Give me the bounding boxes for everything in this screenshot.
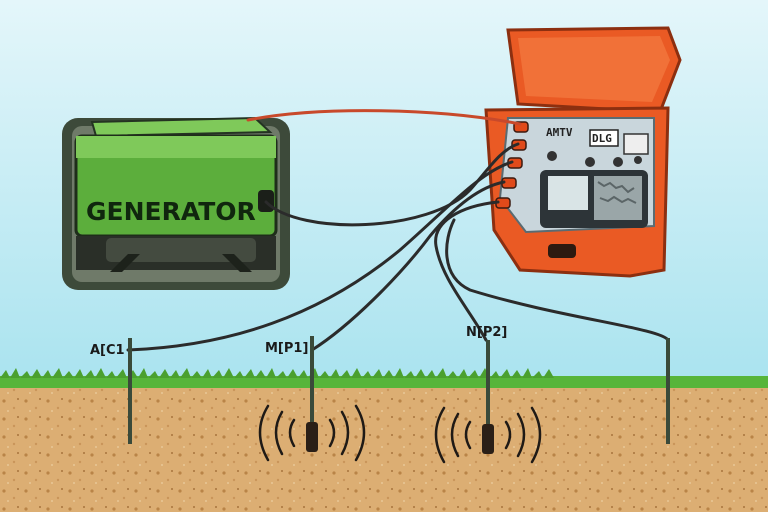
generator-label: GENERATOR: [86, 197, 256, 226]
generator: GENERATOR: [62, 116, 290, 290]
resistivity-meter: AMTV DLG: [484, 26, 682, 278]
electrode-a: A[C1: [90, 338, 132, 444]
meter-knob-2: [585, 157, 595, 167]
cable-generator-meter-top: [246, 109, 522, 126]
meter-brand: AMTV: [546, 126, 573, 139]
cable-to-electrode-b: [445, 218, 670, 342]
cable-to-electrode-n: [434, 200, 500, 342]
meter-screen-left: [548, 176, 588, 210]
cables: [126, 109, 670, 352]
meter-knob-4: [634, 156, 642, 164]
cable-to-electrode-a: [126, 160, 514, 352]
cable-generator-meter: [264, 142, 520, 227]
electrode-b: [666, 338, 670, 444]
electrode-m-label: M[P1]: [265, 341, 308, 356]
soil: [0, 384, 768, 512]
meter-knob-3: [613, 157, 623, 167]
cable-to-electrode-m: [310, 180, 506, 352]
grass-strip: [0, 368, 768, 388]
electrode-n: N[P2]: [466, 325, 507, 454]
electrode-a-label: A[C1: [90, 343, 125, 358]
meter-handle: [548, 244, 576, 258]
electrode-n-label: N[P2]: [466, 325, 507, 340]
meter-display-tag: DLG: [592, 132, 612, 145]
meter-knob-1: [547, 151, 557, 161]
electrode-m: M[P1]: [265, 336, 318, 452]
signal-waves-m: [258, 404, 366, 462]
signal-waves-n: [434, 406, 542, 464]
